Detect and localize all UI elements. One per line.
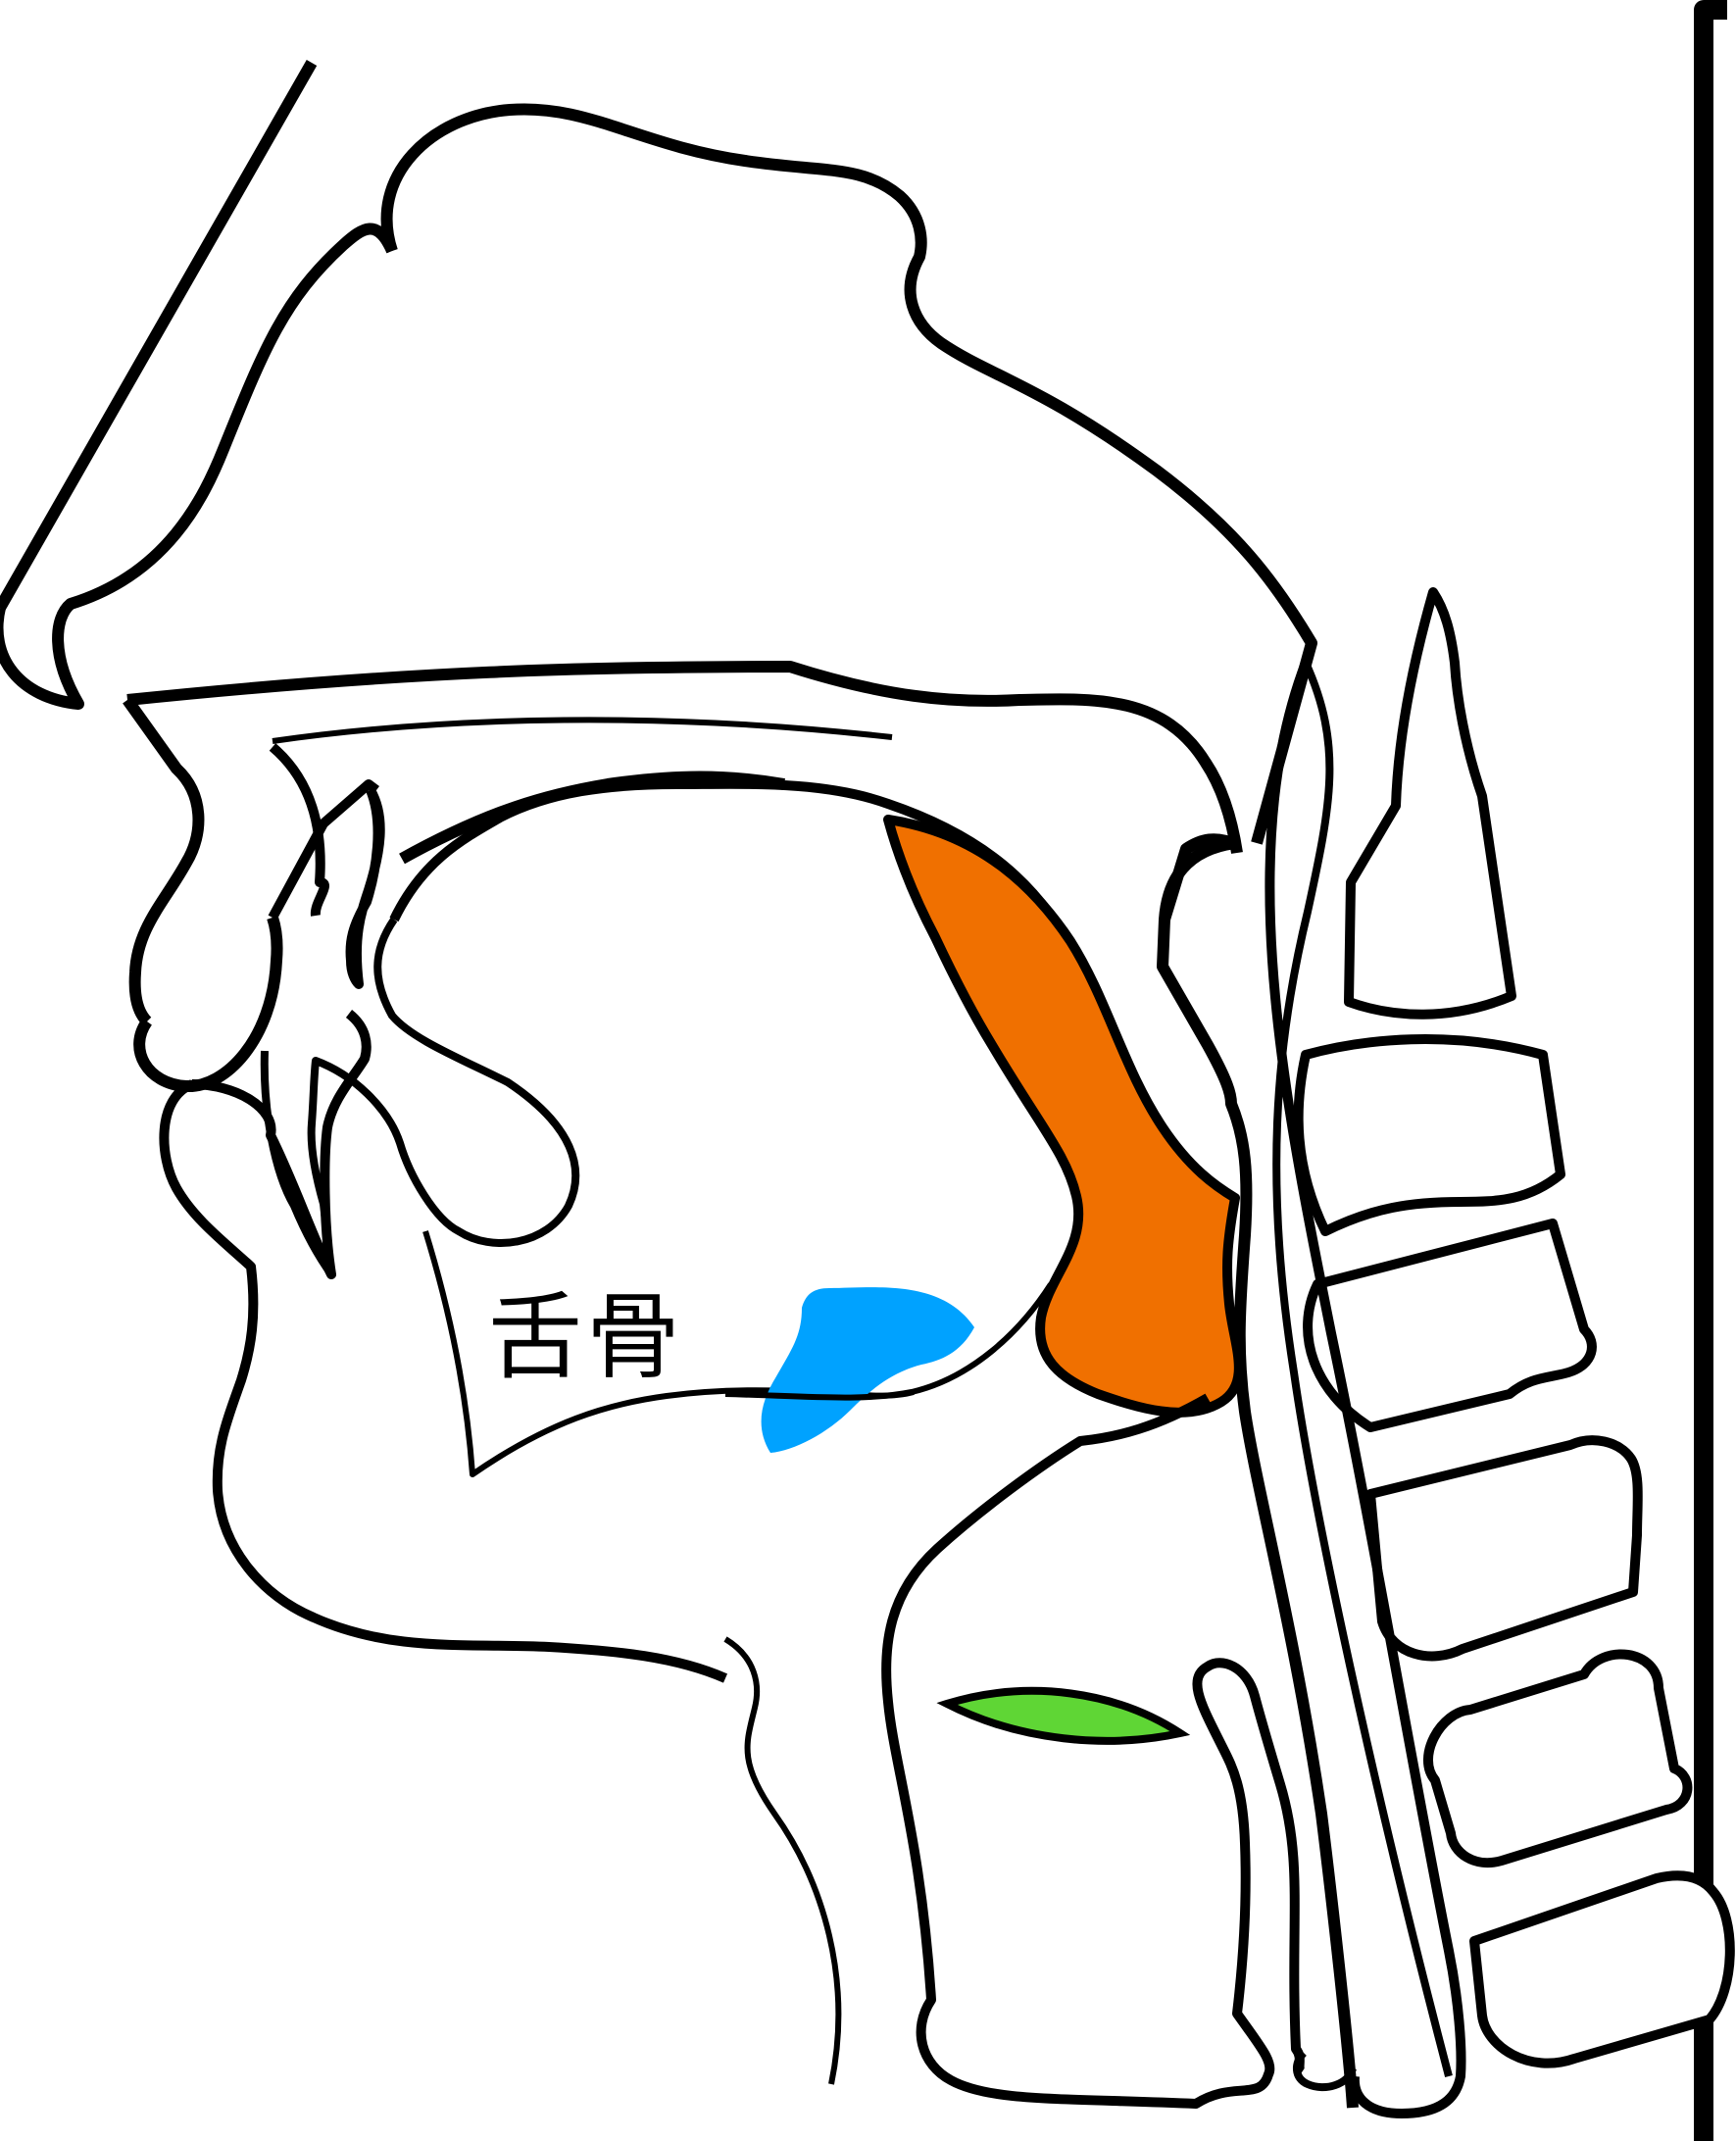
pharyngeal-wall-inner xyxy=(1163,843,1353,2108)
green-region xyxy=(947,1691,1180,1741)
neck-anterior-outline xyxy=(725,1639,838,2084)
dens xyxy=(1349,592,1512,1015)
nose-outline xyxy=(0,228,392,704)
laryngeal-outline xyxy=(886,1398,1302,2104)
vertebra-c2 xyxy=(1299,1039,1561,1231)
hyoid-bone xyxy=(762,1287,974,1453)
vertebra-c4 xyxy=(1370,1440,1638,1656)
right-frame-line xyxy=(1704,10,1727,2141)
upper-lip xyxy=(139,918,276,1086)
tongue-dorsum xyxy=(273,720,892,741)
nasal-bridge-line xyxy=(0,63,312,608)
hard-palate xyxy=(127,700,198,1021)
vertebra-c5 xyxy=(1428,1654,1687,1863)
hyoid-label: 舌骨 xyxy=(488,1290,684,1384)
vertebra-c6 xyxy=(1474,1875,1730,2063)
palate-roof-line xyxy=(127,667,1237,853)
vertebra-c3 xyxy=(1308,1223,1592,1427)
